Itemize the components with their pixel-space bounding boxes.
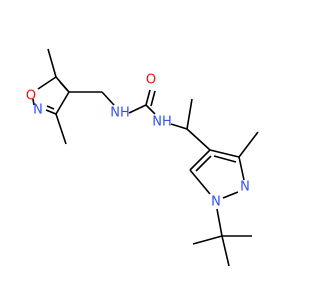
bond-c3-methyl bbox=[55, 113, 67, 145]
bond-c4-c3 bbox=[55, 91, 70, 115]
bond-o-c5 bbox=[37, 76, 57, 90]
bond-ch2-nh bbox=[101, 91, 115, 106]
bond-c3-n2 bbox=[238, 156, 245, 181]
pyrazole-ring bbox=[189, 131, 259, 199]
bond-c4-c3-pyr bbox=[209, 149, 240, 158]
bond-c3-n bbox=[45, 109, 57, 115]
bond-n-o bbox=[32, 98, 35, 106]
bond-c3-n-double bbox=[46, 105, 55, 110]
bond-c5-c4-pyr-double bbox=[195, 155, 212, 172]
bond-c5-methyl bbox=[47, 48, 57, 78]
bond-nh-c-urea bbox=[128, 104, 147, 114]
bond-ch-methyl bbox=[186, 98, 193, 130]
bond-tbu-me2 bbox=[221, 235, 230, 267]
molecule-diagram: O N O NH NH N N bbox=[26, 48, 259, 267]
bond-c5-c4-pyr bbox=[189, 149, 211, 171]
isoxazole-ring bbox=[32, 48, 70, 145]
bond-tbu-me3 bbox=[192, 235, 223, 245]
atom-label-pyrazole-n2: N bbox=[240, 180, 250, 195]
atom-label-isoxazole-o: O bbox=[26, 89, 36, 104]
bond-n2-n1 bbox=[222, 191, 239, 199]
bond-nh-ch bbox=[170, 123, 188, 130]
atom-label-urea-o: O bbox=[146, 73, 156, 88]
atom-label-isoxazole-n: N bbox=[33, 103, 43, 118]
bond-c-nh-right bbox=[145, 104, 156, 115]
atom-label-urea-nh-left: NH bbox=[110, 106, 130, 121]
bond-n1-tbu bbox=[216, 208, 223, 237]
bond-c-o-urea bbox=[145, 89, 151, 106]
bond-c3-methyl-pyr bbox=[238, 131, 259, 158]
structure-svg: O N O NH NH N N bbox=[26, 48, 259, 267]
bond-c4-c3-pyr-double bbox=[213, 155, 237, 163]
atom-label-urea-nh-right: NH bbox=[152, 115, 172, 130]
bond-c5-c4-double bbox=[59, 81, 69, 92]
bond-ch-c4-pyrazole bbox=[186, 128, 211, 151]
bond-c-o-urea-double bbox=[150, 90, 156, 107]
atom-label-pyrazole-n1: N bbox=[211, 195, 221, 210]
bond-n1-c5 bbox=[189, 169, 211, 195]
